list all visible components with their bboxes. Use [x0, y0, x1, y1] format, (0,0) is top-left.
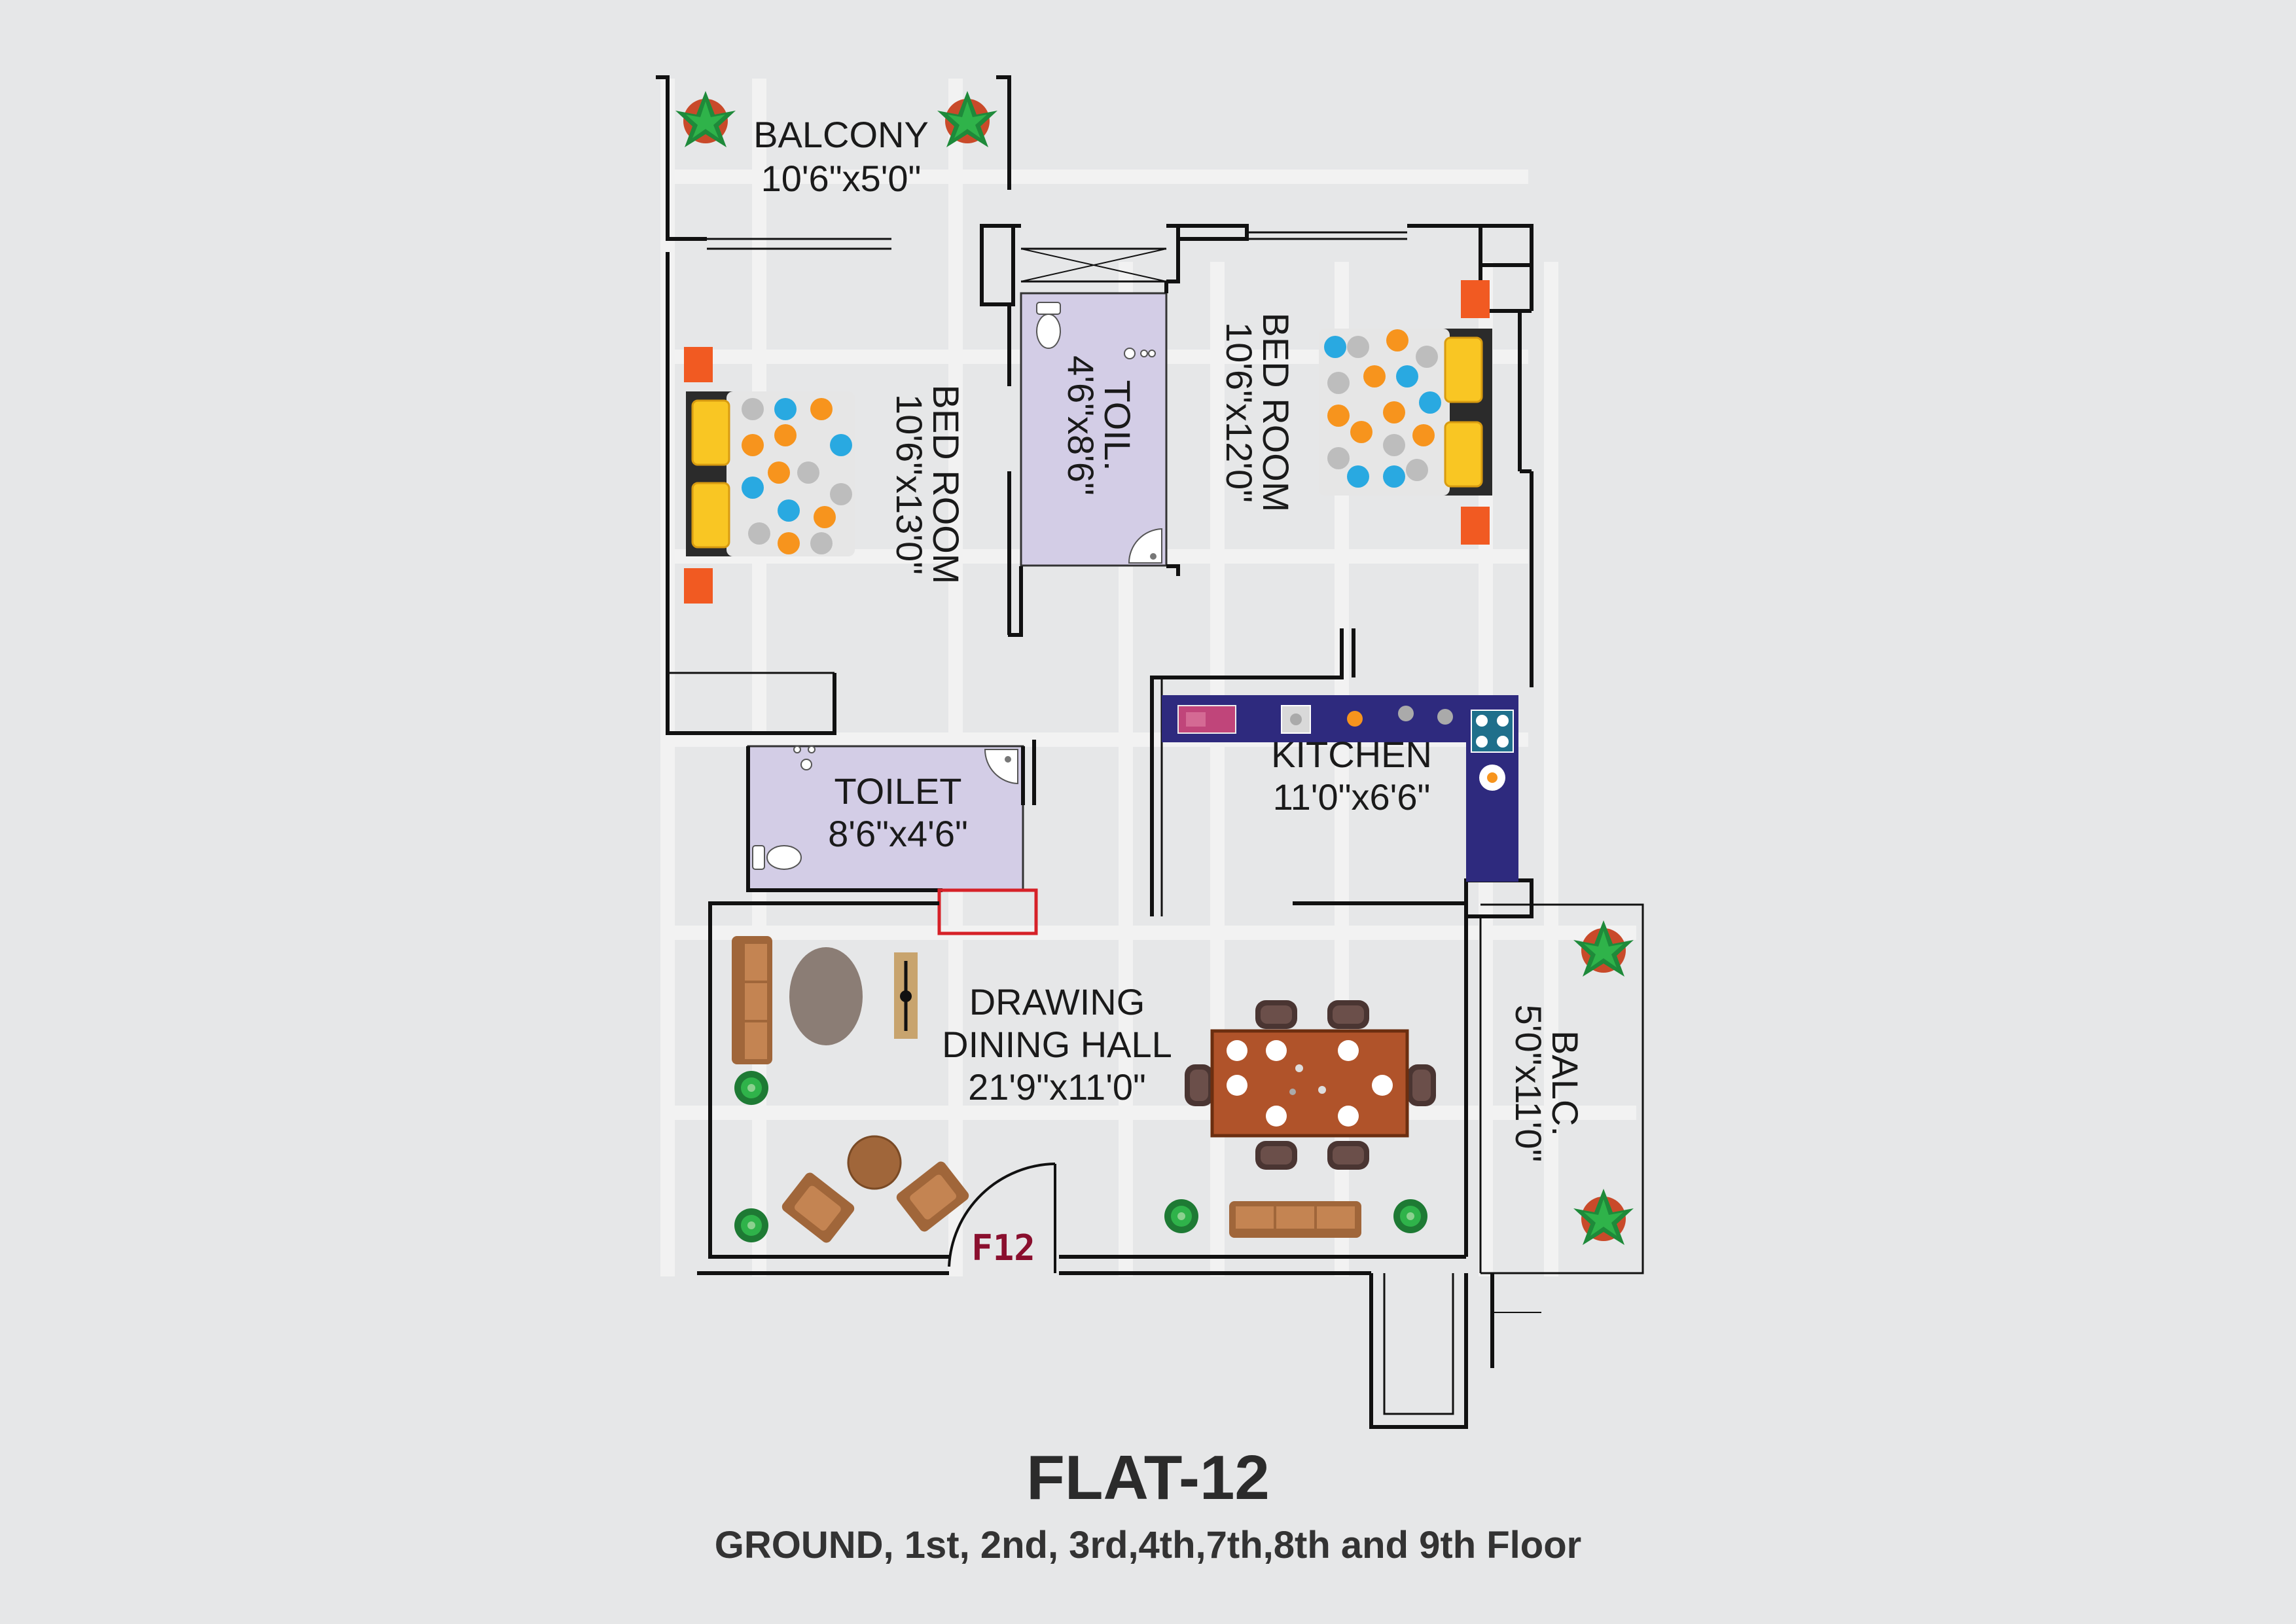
bed-icon: [684, 347, 855, 604]
bedroom-right-size: 10'6"x12'0": [1219, 322, 1260, 503]
plant-icon: [1164, 1199, 1198, 1233]
toilet-small-name: TOIL.: [1097, 380, 1138, 471]
bedroom-left-name: BED ROOM: [925, 385, 967, 585]
page-title: FLAT-12: [1026, 1443, 1270, 1513]
kitchen-size: 11'0"x6'6": [1273, 776, 1431, 818]
shower-icon: [793, 746, 816, 770]
flat-code: F12: [971, 1227, 1035, 1269]
wc-icon: [752, 845, 802, 870]
toilet-small-floor: [1020, 292, 1168, 567]
plant-icon: [1573, 1189, 1634, 1245]
shower-icon: [1124, 348, 1156, 359]
floor-subtitle: GROUND, 1st, 2nd, 3rd,4th,7th,8th and 9t…: [715, 1524, 1581, 1566]
plant-icon: [937, 91, 997, 147]
hall-name-line2: DINING HALL: [942, 1024, 1172, 1065]
sofa-icon: [732, 936, 772, 1064]
side-table: [894, 952, 918, 1039]
rug: [789, 947, 863, 1045]
hall-name-line1: DRAWING: [969, 981, 1145, 1022]
hall-size: 21'9"x11'0": [968, 1066, 1146, 1108]
bedroom-left-size: 10'6"x13'0": [889, 394, 930, 575]
plant-icon: [734, 1208, 768, 1242]
door-swing-icon: [948, 1163, 1056, 1273]
armchair-icon: [781, 1135, 969, 1243]
plant-icon: [1393, 1199, 1427, 1233]
plant-icon: [675, 91, 736, 147]
bed-icon: [1319, 280, 1492, 545]
balcony-top-name: BALCONY: [753, 114, 929, 155]
toilet-name: TOILET: [834, 770, 961, 812]
walls: [656, 75, 1644, 1429]
balcony-top-size: 10'6"x5'0": [761, 158, 922, 199]
sofa-icon: [1229, 1201, 1361, 1238]
kitchen-counter: [1162, 695, 1518, 882]
bedroom-right-name: BED ROOM: [1255, 313, 1297, 513]
kitchen-name: KITCHEN: [1271, 734, 1432, 775]
balcony-right-name: BALC.: [1545, 1030, 1586, 1136]
toilet-small-size: 4'6"x8'6": [1060, 355, 1102, 496]
washbasin-icon: [1128, 528, 1162, 564]
wc-icon: [1036, 302, 1061, 349]
toilet-size: 8'6"x4'6": [828, 813, 968, 854]
plant-icon: [734, 1071, 768, 1105]
balcony-right-size: 5'0"x11'0": [1508, 1005, 1549, 1163]
stove-icon: [1471, 710, 1514, 753]
washbasin-icon: [984, 749, 1018, 785]
dining-table-icon: [1185, 1000, 1436, 1170]
